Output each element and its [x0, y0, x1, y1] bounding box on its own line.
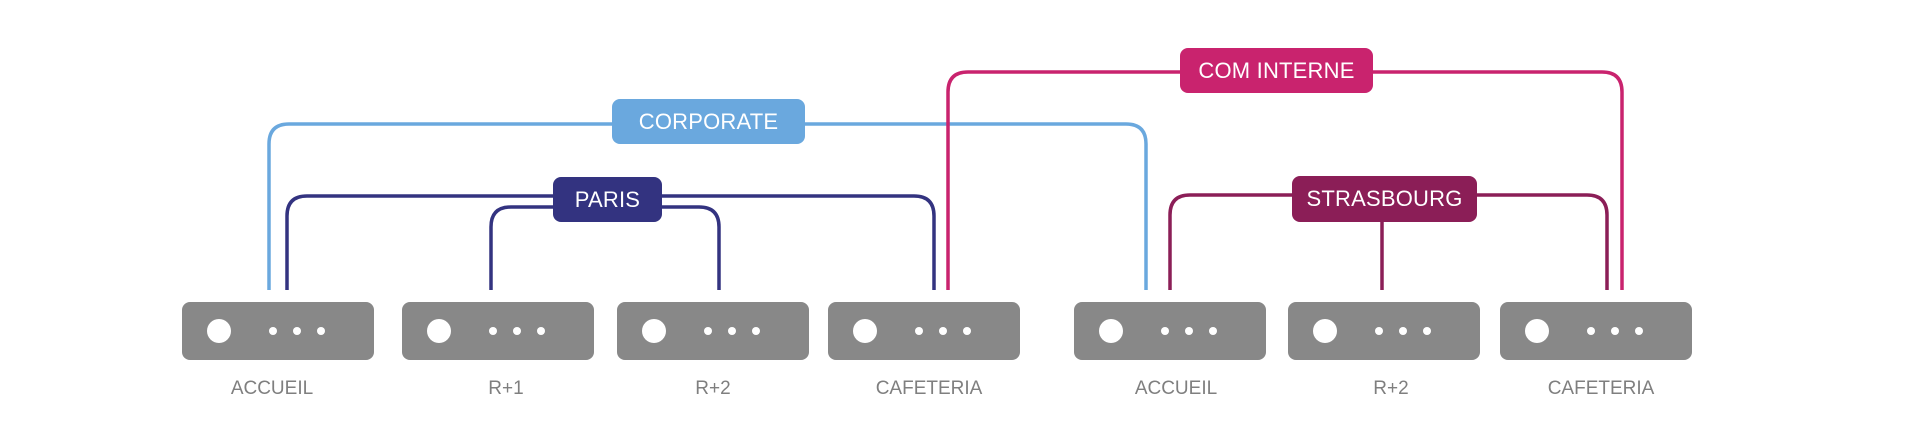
status-dot-icon: [752, 327, 760, 335]
status-dot-icon: [1611, 327, 1619, 335]
device-label: R+1: [488, 378, 524, 399]
power-led-icon: [853, 319, 877, 343]
status-dot-icon: [728, 327, 736, 335]
status-dot-icon: [963, 327, 971, 335]
status-dot-icon: [293, 327, 301, 335]
group-label-text: COM INTERNE: [1198, 57, 1355, 83]
device-strasbourg-cafeteria[interactable]: [1500, 302, 1692, 360]
status-dot-icon: [489, 327, 497, 335]
device-paris-accueil[interactable]: [182, 302, 374, 360]
status-dot-icon: [915, 327, 923, 335]
group-label-corporate[interactable]: CORPORATE: [612, 99, 805, 144]
status-dot-icon: [1423, 327, 1431, 335]
device-label: CAFETERIA: [1547, 378, 1655, 399]
device-label: ACCUEIL: [1134, 378, 1218, 399]
status-dot-icon: [1161, 327, 1169, 335]
status-dot-icon: [269, 327, 277, 335]
group-label-com-interne[interactable]: COM INTERNE: [1180, 48, 1373, 93]
status-dot-icon: [537, 327, 545, 335]
status-dot-icon: [704, 327, 712, 335]
device-label: ACCUEIL: [230, 378, 314, 399]
power-led-icon: [207, 319, 231, 343]
power-led-icon: [427, 319, 451, 343]
status-dot-icon: [1185, 327, 1193, 335]
group-label-paris[interactable]: PARIS: [553, 177, 662, 222]
device-paris-cafeteria[interactable]: [828, 302, 1020, 360]
device-paris-r2[interactable]: [617, 302, 809, 360]
group-label-text: CORPORATE: [638, 108, 779, 134]
power-led-icon: [1099, 319, 1123, 343]
group-label-strasbourg[interactable]: STRASBOURG: [1292, 176, 1477, 222]
device-label: CAFETERIA: [875, 378, 983, 399]
power-led-icon: [1313, 319, 1337, 343]
status-dot-icon: [939, 327, 947, 335]
status-dot-icon: [317, 327, 325, 335]
power-led-icon: [642, 319, 666, 343]
device-label: R+2: [1373, 378, 1409, 399]
status-dot-icon: [513, 327, 521, 335]
device-label: R+2: [695, 378, 731, 399]
device-paris-r1[interactable]: [402, 302, 594, 360]
status-dot-icon: [1399, 327, 1407, 335]
status-dot-icon: [1375, 327, 1383, 335]
device-strasbourg-accueil[interactable]: [1074, 302, 1266, 360]
com-interne-link: [946, 70, 1624, 290]
status-dot-icon: [1587, 327, 1595, 335]
status-dot-icon: [1635, 327, 1643, 335]
status-dot-icon: [1209, 327, 1217, 335]
power-led-icon: [1525, 319, 1549, 343]
group-label-text: STRASBOURG: [1306, 186, 1463, 211]
device-strasbourg-r2[interactable]: [1288, 302, 1480, 360]
group-label-text: PARIS: [574, 186, 641, 212]
